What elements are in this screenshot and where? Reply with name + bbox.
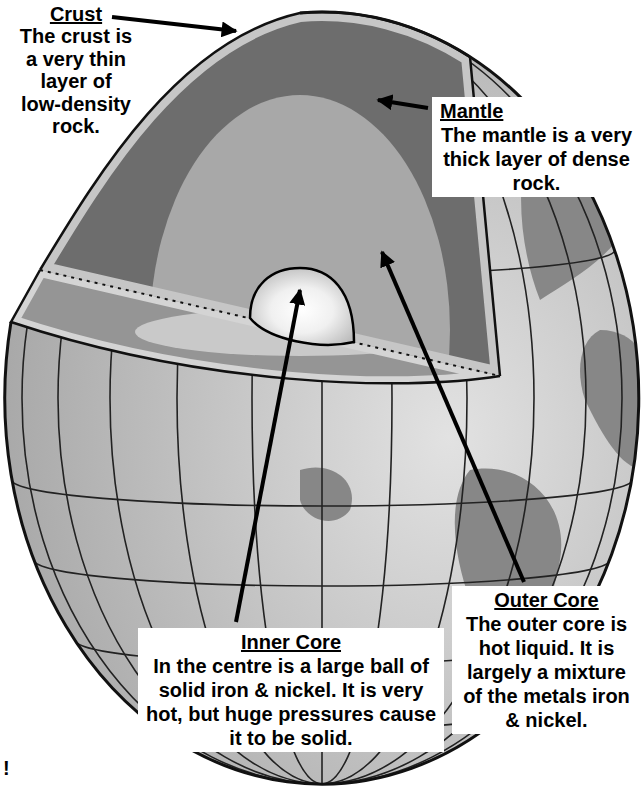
continent [300,467,352,521]
layer-description: In the centre is a large ball of solid i… [142,654,440,750]
callout-group: Outer CoreThe outer core is hot liquid. … [452,586,641,734]
layer-heading: Mantle [436,99,637,123]
globe-surface-detail [12,12,641,784]
callout-group: ! [3,756,27,780]
layer-description: The crust is a very thin layer of low-de… [18,25,134,137]
note-mark: ! [3,756,27,780]
globe-outline [5,12,639,784]
leader-line [378,100,428,108]
layer-heading: Inner Core [142,630,440,654]
layer-heading: Crust [18,3,134,25]
globe-surface [5,12,639,784]
callout-group: MantleThe mantle is a very thick layer o… [432,97,641,197]
callout-group: CrustThe crust is a very thin layer of l… [18,3,134,137]
crust-section [11,270,500,383]
vertical-section [0,0,641,565]
continent [580,330,641,470]
layer-description: The mantle is a very thick layer of dens… [436,123,637,195]
layer-description: The outer core is hot liquid. It is larg… [456,612,637,732]
leader-line [236,290,300,622]
horizontal-section [0,250,641,410]
section-outline [11,270,500,383]
inner-core [250,268,354,345]
leader-line [382,252,524,582]
mantle-section [0,250,641,410]
callout-group: Inner CoreIn the centre is a large ball … [138,628,444,752]
layer-heading: Outer Core [456,588,637,612]
